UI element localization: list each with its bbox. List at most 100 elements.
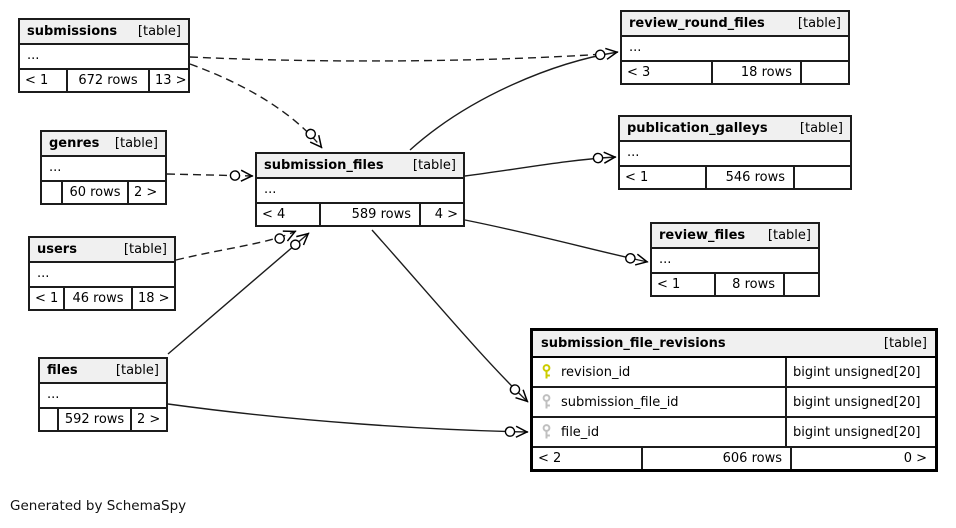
table-name: submission_file_revisions <box>541 336 726 351</box>
table-review-files-header[interactable]: review_files [table] <box>652 224 818 249</box>
rows-count: 606 rows <box>641 448 790 469</box>
table-type-label: [table] <box>767 228 811 243</box>
column-row-revision-id[interactable]: revision_id bigint unsigned[20] <box>533 358 935 388</box>
parents-count: < 2 <box>538 451 562 466</box>
rows-count: 589 rows <box>319 204 419 225</box>
parents-count: < 1 <box>25 73 49 88</box>
table-publication-galleys-header[interactable]: publication_galleys [table] <box>620 117 850 142</box>
table-type-label: [table] <box>797 16 841 31</box>
rows-count: 60 rows <box>61 182 127 203</box>
table-type-label: [table] <box>115 363 159 378</box>
table-review-round-files[interactable]: review_round_files [table] ... < 3 18 ro… <box>620 10 850 85</box>
foreign-key-icon <box>541 424 552 440</box>
table-submission-files-header[interactable]: submission_files [table] <box>257 154 463 179</box>
table-type-label: [table] <box>883 336 927 351</box>
columns-ellipsis: ... <box>652 249 818 274</box>
table-stats: 592 rows 2 > <box>40 409 166 430</box>
rows-count: 46 rows <box>63 288 131 309</box>
children-count: 4 > <box>419 204 463 225</box>
children-count: 0 > <box>790 448 935 469</box>
table-stats: < 1 546 rows <box>620 167 850 188</box>
table-submission-files[interactable]: submission_files [table] ... < 4 589 row… <box>255 152 465 227</box>
column-name: revision_id <box>561 364 631 380</box>
table-stats: < 2 606 rows 0 > <box>533 448 935 469</box>
children-count: 13 > <box>148 70 188 91</box>
table-files[interactable]: files [table] ... 592 rows 2 > <box>38 357 168 432</box>
table-name: genres <box>49 136 100 151</box>
table-stats: < 1 46 rows 18 > <box>30 288 174 309</box>
table-name: files <box>47 363 78 378</box>
parents-count: < 1 <box>657 277 681 292</box>
table-users-header[interactable]: users [table] <box>30 238 174 263</box>
table-name: users <box>37 242 77 257</box>
table-stats: < 3 18 rows <box>622 62 848 83</box>
column-type: bigint unsigned[20] <box>785 388 935 416</box>
columns-ellipsis: ... <box>30 263 174 288</box>
column-name: file_id <box>561 424 600 440</box>
edge-genres-submission-files <box>166 169 254 182</box>
table-name: submissions <box>27 24 118 39</box>
parents-count: < 1 <box>625 170 649 185</box>
column-row-submission-file-id[interactable]: submission_file_id bigint unsigned[20] <box>533 388 935 418</box>
children-count <box>793 167 850 188</box>
parents-count: < 3 <box>627 65 651 80</box>
parents-count <box>40 409 57 430</box>
parents-count: < 4 <box>262 207 286 222</box>
table-stats: 60 rows 2 > <box>42 182 165 203</box>
table-submission-file-revisions-header[interactable]: submission_file_revisions [table] <box>533 331 935 358</box>
columns-ellipsis: ... <box>620 142 850 167</box>
table-name: submission_files <box>264 158 384 173</box>
rows-count: 18 rows <box>711 62 800 83</box>
table-submissions-header[interactable]: submissions [table] <box>20 20 188 45</box>
table-stats: < 4 589 rows 4 > <box>257 204 463 225</box>
table-genres[interactable]: genres [table] ... 60 rows 2 > <box>40 130 167 205</box>
parents-count: < 1 <box>35 291 59 306</box>
foreign-key-icon <box>541 394 552 410</box>
table-submissions[interactable]: submissions [table] ... < 1 672 rows 13 … <box>18 18 190 93</box>
rows-count: 546 rows <box>705 167 793 188</box>
table-files-header[interactable]: files [table] <box>40 359 166 384</box>
children-count <box>800 62 848 83</box>
table-type-label: [table] <box>123 242 167 257</box>
table-users[interactable]: users [table] ... < 1 46 rows 18 > <box>28 236 176 311</box>
table-name: publication_galleys <box>627 121 768 136</box>
table-type-label: [table] <box>114 136 158 151</box>
parents-count <box>42 182 61 203</box>
table-submission-file-revisions[interactable]: submission_file_revisions [table] revisi… <box>530 328 938 472</box>
edge-submissions-review-round-files <box>189 53 605 62</box>
column-type: bigint unsigned[20] <box>785 358 935 386</box>
edge-submission-files-submission-file-revisions <box>371 229 529 403</box>
columns-ellipsis: ... <box>622 37 848 62</box>
rows-count: 592 rows <box>57 409 130 430</box>
table-review-files[interactable]: review_files [table] ... < 1 8 rows <box>650 222 820 297</box>
table-name: review_files <box>659 228 746 243</box>
edge-files-submission-file-revisions <box>167 403 529 438</box>
edge-submission-files-review-files <box>464 219 649 266</box>
edge-users-submission-files <box>175 230 297 261</box>
children-count: 18 > <box>131 288 174 309</box>
table-name: review_round_files <box>629 16 765 31</box>
edge-submissions-submission-files <box>189 63 323 149</box>
edge-submission-files-review-round-files <box>409 47 619 151</box>
children-count: 2 > <box>127 182 165 203</box>
table-stats: < 1 8 rows <box>652 274 818 295</box>
table-stats: < 1 672 rows 13 > <box>20 70 188 91</box>
table-type-label: [table] <box>799 121 843 136</box>
column-row-file-id[interactable]: file_id bigint unsigned[20] <box>533 418 935 448</box>
children-count <box>783 274 818 295</box>
columns-ellipsis: ... <box>42 157 165 182</box>
edge-files-submission-files <box>167 232 310 355</box>
table-review-round-files-header[interactable]: review_round_files [table] <box>622 12 848 37</box>
table-publication-galleys[interactable]: publication_galleys [table] ... < 1 546 … <box>618 115 852 190</box>
column-name: submission_file_id <box>561 394 679 410</box>
primary-key-icon <box>541 364 552 380</box>
edge-submission-files-publication-galleys <box>464 151 617 177</box>
columns-ellipsis: ... <box>20 45 188 70</box>
column-type: bigint unsigned[20] <box>785 418 935 446</box>
schemaspy-credit: Generated by SchemaSpy <box>10 498 187 514</box>
rows-count: 8 rows <box>714 274 783 295</box>
table-type-label: [table] <box>412 158 456 173</box>
table-genres-header[interactable]: genres [table] <box>42 132 165 157</box>
